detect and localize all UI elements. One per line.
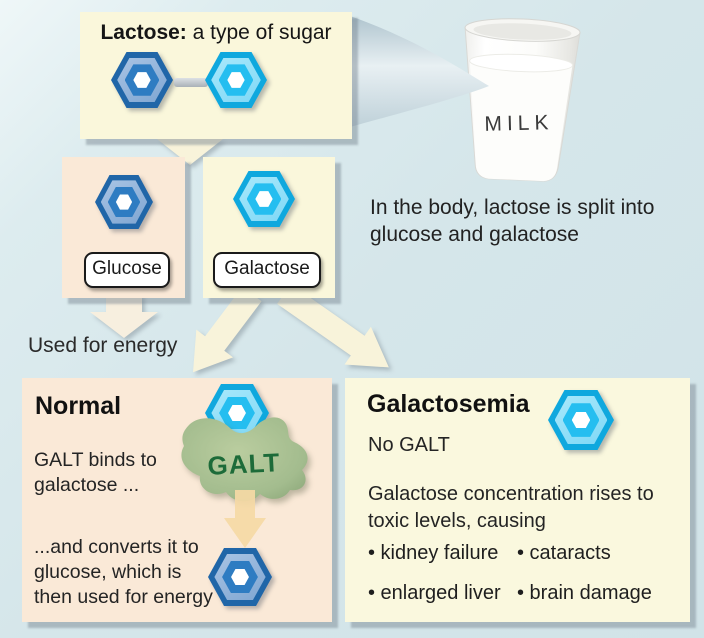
lactose-panel: Lactose: a type of sugar [80, 12, 352, 139]
milk-glass: MILK [464, 18, 581, 182]
body-note: In the body, lactose is split into gluco… [370, 194, 654, 248]
glucose-label: Glucose [84, 252, 170, 288]
lactose-title-bold: Lactose: [100, 21, 187, 44]
arrow-galt-to-glucose [224, 490, 266, 548]
galactose-hexagon-icon [548, 390, 614, 450]
hex-hole [133, 72, 151, 88]
bullet-kidney-failure: • kidney failure [368, 542, 499, 564]
arrow-galactose-to-normal [193, 286, 262, 373]
galt-binds-line1: GALT binds to [34, 449, 157, 471]
bond-icon [174, 78, 208, 87]
lactose-title: Lactose: a type of sugar [80, 21, 352, 45]
galactose-hexagon-icon [205, 52, 267, 108]
converts-line3: then used for energy [34, 586, 213, 608]
galactose-panel: Galactose [203, 157, 335, 298]
funnel-shape [350, 16, 489, 127]
hex-hole [255, 191, 273, 207]
lactose-title-rest: a type of sugar [186, 21, 332, 44]
glucose-hexagon-icon [111, 52, 173, 108]
galactosemia-panel: Galactosemia No GALT Galactose concentra… [345, 378, 690, 622]
no-galt-text: No GALT [368, 434, 450, 456]
bullet-cataracts: • cataracts [517, 542, 611, 564]
concentration-line2: toxic levels, causing [368, 510, 546, 532]
milk-label: MILK [484, 111, 554, 136]
bullet-enlarged-liver: • enlarged liver [368, 582, 501, 604]
body-note-line2: glucose and galactose [370, 223, 579, 246]
hex-hole [231, 568, 249, 586]
converts-text: ...and converts it to glucose, which is … [34, 535, 213, 610]
glucose-panel: Glucose [62, 157, 185, 298]
bullet-brain-damage: • brain damage [517, 582, 652, 604]
galt-binds-line2: galactose ... [34, 474, 140, 496]
galt-binds-text: GALT binds to galactose ... [34, 448, 157, 498]
arrow-galactose-to-galactosemia [277, 284, 389, 368]
hex-hole [227, 72, 245, 88]
milk-surface [469, 53, 574, 73]
converts-line2: glucose, which is [34, 561, 182, 583]
milk-glass-rim-inner [473, 23, 572, 40]
galt-label: GALT [207, 447, 281, 481]
concentration-line1: Galactose concentration rises to [368, 483, 654, 505]
normal-title: Normal [35, 392, 122, 420]
galactosemia-title: Galactosemia [367, 390, 530, 418]
hex-hole [115, 194, 133, 210]
used-for-energy-label: Used for energy [28, 334, 178, 357]
hex-hole [571, 411, 591, 429]
milk-body [469, 59, 573, 182]
hex-hole [228, 404, 246, 422]
arrow-glucose-down [90, 294, 158, 338]
converts-line1: ...and converts it to [34, 536, 199, 558]
galactose-label: Galactose [213, 252, 321, 288]
glucose-hexagon-icon [95, 175, 153, 229]
galactose-hexagon-icon [205, 384, 269, 442]
normal-panel: Normal GALT GALT binds to galactose ... [22, 378, 332, 622]
glucose-hexagon-icon [208, 548, 272, 606]
concentration-text: Galactose concentration rises to toxic l… [368, 481, 654, 535]
galactose-hexagon-icon [233, 171, 295, 227]
body-note-line1: In the body, lactose is split into [370, 196, 655, 219]
